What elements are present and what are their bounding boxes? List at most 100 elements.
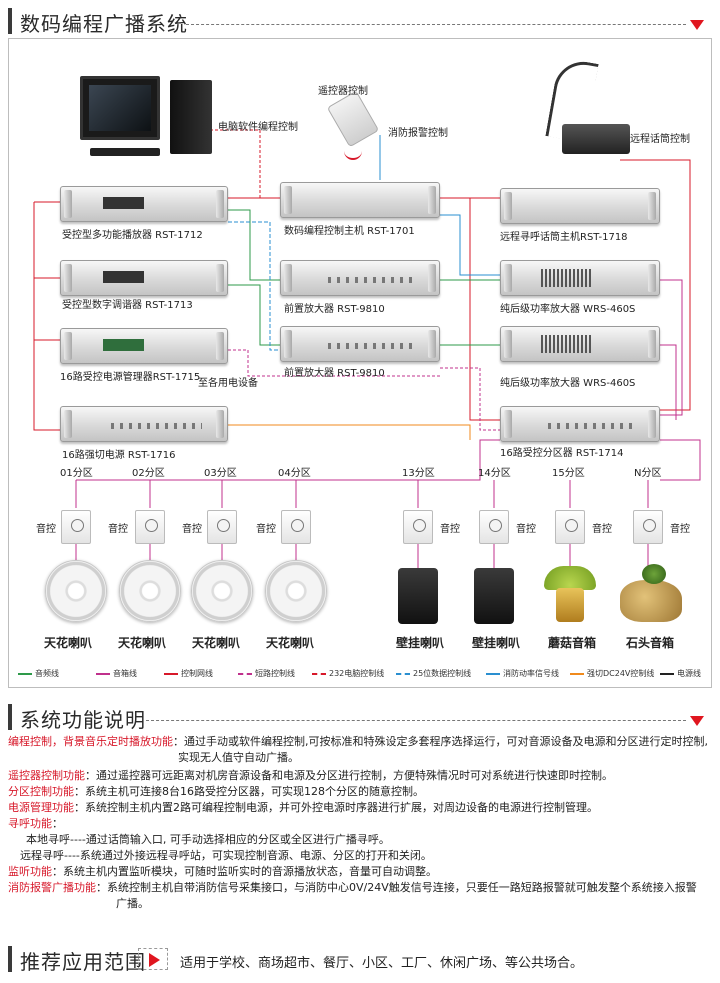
legend-swatch xyxy=(312,672,326,675)
legend-item-speaker: 音箱线 xyxy=(96,668,137,679)
zone-label: 03分区 xyxy=(204,468,237,479)
legend-swatch xyxy=(486,672,500,675)
volume-knob-icon xyxy=(403,510,433,544)
legend-item-short-ctrl: 短路控制线 xyxy=(238,668,295,679)
volume-control-label: 音控 xyxy=(440,524,460,535)
volume-control-label: 音控 xyxy=(182,524,202,535)
speaker-label: 天花喇叭 xyxy=(266,636,315,650)
section-header-functions: 系统功能说明 xyxy=(0,700,720,734)
host-device xyxy=(280,182,440,218)
volume-control-label: 音控 xyxy=(592,524,612,535)
zone-label: N分区 xyxy=(634,468,662,479)
section-title: 数码编程广播系统 xyxy=(20,12,188,36)
function-item: 编程控制，背景音乐定时播放功能：通过手动或软件编程控制,可按标准和特殊设定多套程… xyxy=(8,735,708,748)
function-item: 遥控器控制功能：通过遥控器可远距离对机房音源设备和电源及分区进行控制，方便特殊情… xyxy=(8,769,613,782)
section-header-application: 推荐应用范围 适用于学校、商场超市、餐厅、小区、工厂、休闲广场、等公共场合。 xyxy=(0,942,720,976)
to-equipment-label: 至各用电设备 xyxy=(198,378,258,389)
function-item: 消防报警广播功能：系统控制主机自带消防信号采集接口，与消防中心0V/24V触发信… xyxy=(8,881,697,894)
zone-label: 01分区 xyxy=(60,468,93,479)
function-item: 寻呼功能： xyxy=(8,817,63,830)
ceiling-speaker-icon xyxy=(265,560,327,622)
legend-swatch xyxy=(18,672,32,675)
volume-knob-icon xyxy=(479,510,509,544)
remote-mic-label: 远程话筒控制 xyxy=(630,134,690,145)
pc-control-label: 电脑软件编程控制 xyxy=(218,122,298,133)
speaker-label: 壁挂喇叭 xyxy=(472,636,521,650)
section-title: 系统功能说明 xyxy=(20,708,146,732)
function-item: 分区控制功能：系统主机可连接8台16路受控分区器，可实现128个分区的随意控制。 xyxy=(8,785,424,798)
collapse-triangle-icon[interactable] xyxy=(690,716,704,726)
zone-label: 15分区 xyxy=(552,468,585,479)
mic-base-icon xyxy=(562,124,630,154)
speaker-label: 壁挂喇叭 xyxy=(396,636,445,650)
section-divider xyxy=(186,24,686,25)
legend-swatch xyxy=(96,672,110,675)
volume-control-label: 音控 xyxy=(36,524,56,535)
speaker-label: 天花喇叭 xyxy=(44,636,93,650)
section-header-system: 数码编程广播系统 xyxy=(0,4,720,38)
volume-knob-icon xyxy=(633,510,663,544)
application-text: 适用于学校、商场超市、餐厅、小区、工厂、休闲广场、等公共场合。 xyxy=(180,956,584,971)
zone-label: 04分区 xyxy=(278,468,311,479)
legend-item-25bit: 25位数据控制线 xyxy=(396,668,471,679)
amp1-label: 纯后级功率放大器 WRS-460S xyxy=(500,304,636,315)
legend-swatch xyxy=(164,672,178,675)
legend-swatch xyxy=(660,672,674,675)
preamp2-device xyxy=(280,326,440,362)
collapse-triangle-icon[interactable] xyxy=(690,20,704,30)
computer-tower-icon xyxy=(170,80,212,154)
ceiling-speaker-icon xyxy=(119,560,181,622)
tuner-label: 受控型数字调谐器 RST-1713 xyxy=(62,300,193,311)
volume-knob-icon xyxy=(281,510,311,544)
legend-item-control-net: 控制网线 xyxy=(164,668,213,679)
volume-control-label: 音控 xyxy=(256,524,276,535)
preamp1-label: 前置放大器 RST-9810 xyxy=(284,304,385,315)
section-bar xyxy=(8,946,12,972)
volume-knob-icon xyxy=(61,510,91,544)
wiring-diagram xyxy=(33,129,701,568)
function-item: 远程寻呼----系统通过外接远程寻呼站，可实现控制音源、电源、分区的打开和关闭。 xyxy=(20,849,432,862)
speaker-label: 石头音箱 xyxy=(626,636,675,650)
cutoff-device xyxy=(60,406,228,442)
legend-item-fire: 消防动率信号线 xyxy=(486,668,559,679)
function-item: 本地寻呼----通过话筒输入口, 可手动选择相应的分区或全区进行广播寻呼。 xyxy=(26,833,390,846)
tuner-device xyxy=(60,260,228,296)
zone-controller-device xyxy=(500,406,660,442)
player-device xyxy=(60,186,228,222)
legend-item-audio: 音频线 xyxy=(18,668,59,679)
zone-controller-label: 16路受控分区器 RST-1714 xyxy=(500,448,624,459)
signal-waves-icon xyxy=(344,150,362,160)
speaker-label: 蘑菇音箱 xyxy=(548,636,597,650)
legend-item-232: 232电脑控制线 xyxy=(312,668,384,679)
fire-alarm-label: 消防报警控制 xyxy=(388,128,448,139)
legend-item-power: 电源线 xyxy=(660,668,701,679)
legend-swatch xyxy=(238,672,252,675)
wall-speaker-icon xyxy=(398,568,438,624)
diagram-frame xyxy=(8,38,712,688)
play-arrow-icon xyxy=(138,948,168,970)
amp2-device xyxy=(500,326,660,362)
zone-label: 14分区 xyxy=(478,468,511,479)
keyboard-icon xyxy=(90,148,160,156)
section-divider xyxy=(146,720,686,721)
volume-control-label: 音控 xyxy=(516,524,536,535)
function-item: 监听功能：系统主机内置监听模块，可随时监听实时的音源播放状态，音量可自动调整。 xyxy=(8,865,437,878)
volume-control-label: 音控 xyxy=(108,524,128,535)
section-title: 推荐应用范围 xyxy=(20,950,146,974)
preamp1-device xyxy=(280,260,440,296)
paging-host-label: 远程寻呼话筒主机RST-1718 xyxy=(500,232,628,243)
function-item-cont: 实现无人值守自动广播。 xyxy=(178,751,299,764)
section-bar xyxy=(8,704,12,730)
function-item-cont: 广播。 xyxy=(116,897,149,910)
rock-speaker-icon xyxy=(620,564,682,622)
volume-knob-icon xyxy=(207,510,237,544)
amp1-device xyxy=(500,260,660,296)
section-bar xyxy=(8,8,12,34)
ceiling-speaker-icon xyxy=(45,560,107,622)
power-manager-label: 16路受控电源管理器RST-1715 xyxy=(60,372,201,383)
power-manager-device xyxy=(60,328,228,364)
amp2-label: 纯后级功率放大器 WRS-460S xyxy=(500,378,636,389)
computer-monitor-icon xyxy=(80,76,160,140)
cutoff-label: 16路强切电源 RST-1716 xyxy=(62,450,176,461)
wall-speaker-icon xyxy=(474,568,514,624)
